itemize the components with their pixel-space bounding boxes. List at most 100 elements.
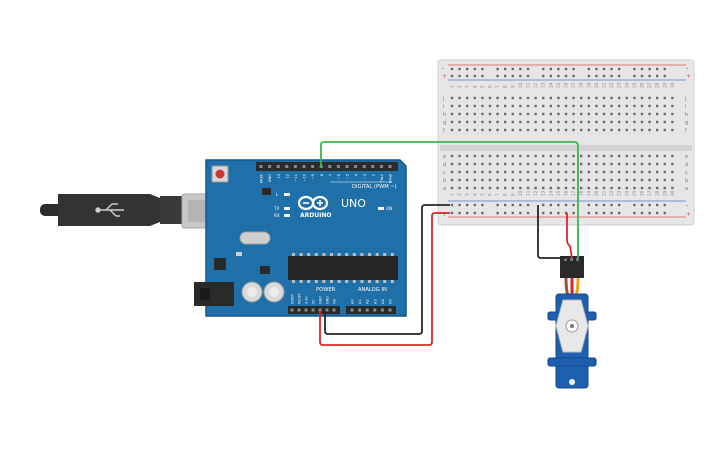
power-header-hole bbox=[290, 308, 294, 312]
column-number: 25 bbox=[632, 82, 637, 88]
chip-pin bbox=[337, 280, 341, 283]
column-number: 14 bbox=[548, 190, 553, 196]
terminal-hole bbox=[542, 96, 545, 100]
row-letter: b bbox=[443, 178, 446, 184]
terminal-hole bbox=[473, 104, 476, 108]
terminal-hole bbox=[534, 104, 537, 108]
terminal-hole bbox=[625, 120, 628, 124]
terminal-hole bbox=[466, 178, 469, 182]
rail-hole bbox=[640, 211, 644, 215]
terminal-hole bbox=[458, 104, 461, 108]
terminal-hole bbox=[519, 186, 522, 190]
column-number: 5 bbox=[480, 193, 485, 196]
terminal-hole bbox=[458, 128, 461, 132]
rail-hole bbox=[648, 74, 651, 78]
row-letter: j bbox=[684, 96, 686, 102]
terminal-hole bbox=[595, 154, 598, 158]
analog-pin-label: A2 bbox=[366, 299, 370, 304]
chip-pin bbox=[345, 280, 349, 283]
usb-chip bbox=[262, 188, 271, 195]
row-letter: f bbox=[443, 128, 445, 134]
terminal-hole bbox=[466, 154, 469, 158]
power-label: POWER bbox=[316, 287, 336, 293]
digital-header bbox=[256, 162, 398, 171]
column-number: 17 bbox=[571, 190, 576, 196]
rail-hole bbox=[572, 203, 575, 207]
terminal-hole bbox=[656, 112, 659, 116]
rail-hole bbox=[458, 67, 461, 71]
rail-hole bbox=[526, 67, 530, 71]
terminal-hole bbox=[557, 154, 560, 158]
rail-hole bbox=[504, 211, 507, 215]
rail-hole bbox=[542, 67, 545, 71]
column-number: 12 bbox=[533, 190, 538, 196]
digital-pin-label: 12 bbox=[285, 174, 289, 179]
terminal-hole bbox=[564, 178, 568, 182]
terminal-hole bbox=[511, 154, 514, 158]
terminal-hole bbox=[557, 128, 560, 132]
terminal-hole bbox=[481, 186, 484, 190]
terminal-hole bbox=[481, 170, 484, 174]
terminal-hole bbox=[640, 162, 644, 166]
rail-hole bbox=[610, 67, 613, 71]
terminal-hole bbox=[564, 154, 568, 158]
power-pin-label: 3.3V bbox=[305, 296, 309, 304]
rail-hole bbox=[595, 203, 598, 207]
power-pin-label: GND bbox=[319, 296, 323, 304]
rail-hole bbox=[466, 211, 469, 215]
column-number: 6 bbox=[488, 85, 493, 88]
terminal-hole bbox=[602, 96, 606, 100]
capacitor-2-top bbox=[269, 287, 279, 297]
terminal-hole bbox=[557, 104, 560, 108]
rail-hole bbox=[557, 67, 560, 71]
column-number: 21 bbox=[602, 190, 607, 196]
power-header-hole bbox=[304, 308, 308, 312]
terminal-hole bbox=[618, 128, 621, 132]
terminal-hole bbox=[587, 128, 590, 132]
rail-hole bbox=[496, 67, 499, 71]
terminal-hole bbox=[488, 186, 492, 190]
terminal-hole bbox=[595, 112, 598, 116]
led-on-label: ON bbox=[386, 206, 392, 211]
terminal-hole bbox=[549, 120, 552, 124]
terminal-hole bbox=[519, 104, 522, 108]
rail-hole bbox=[572, 67, 575, 71]
rail-hole bbox=[618, 67, 621, 71]
terminal-hole bbox=[648, 186, 651, 190]
terminal-hole bbox=[580, 154, 583, 158]
analog-header-hole bbox=[358, 308, 362, 312]
atmega-chip-pins bbox=[292, 253, 394, 283]
terminal-hole bbox=[519, 170, 522, 174]
voltage-regulator bbox=[214, 258, 226, 270]
rail-hole bbox=[572, 74, 575, 78]
terminal-hole bbox=[618, 186, 621, 190]
terminal-hole bbox=[587, 162, 590, 166]
terminal-hole bbox=[572, 186, 575, 190]
terminal-hole bbox=[473, 178, 476, 182]
terminal-hole bbox=[610, 112, 613, 116]
terminal-hole bbox=[610, 178, 613, 182]
terminal-hole bbox=[504, 170, 507, 174]
digital-header-hole bbox=[276, 165, 280, 168]
terminal-hole bbox=[572, 104, 575, 108]
chip-pin bbox=[375, 253, 379, 256]
terminal-hole bbox=[610, 120, 613, 124]
digital-pin-label: 4 bbox=[354, 173, 358, 176]
terminal-hole bbox=[481, 178, 484, 182]
terminal-hole bbox=[663, 170, 666, 174]
terminal-hole bbox=[663, 104, 666, 108]
terminal-hole bbox=[534, 162, 537, 166]
terminal-hole bbox=[534, 112, 537, 116]
terminal-hole bbox=[633, 178, 636, 182]
rail-hole bbox=[648, 67, 651, 71]
terminal-hole bbox=[602, 186, 606, 190]
servo-connector-pin-1 bbox=[564, 258, 567, 261]
terminal-hole bbox=[549, 178, 552, 182]
row-letter: c bbox=[443, 170, 446, 176]
terminal-hole bbox=[663, 128, 666, 132]
terminal-hole bbox=[580, 128, 583, 132]
column-number: 6 bbox=[488, 193, 493, 196]
rail-hole bbox=[450, 74, 454, 78]
terminal-hole bbox=[663, 112, 666, 116]
